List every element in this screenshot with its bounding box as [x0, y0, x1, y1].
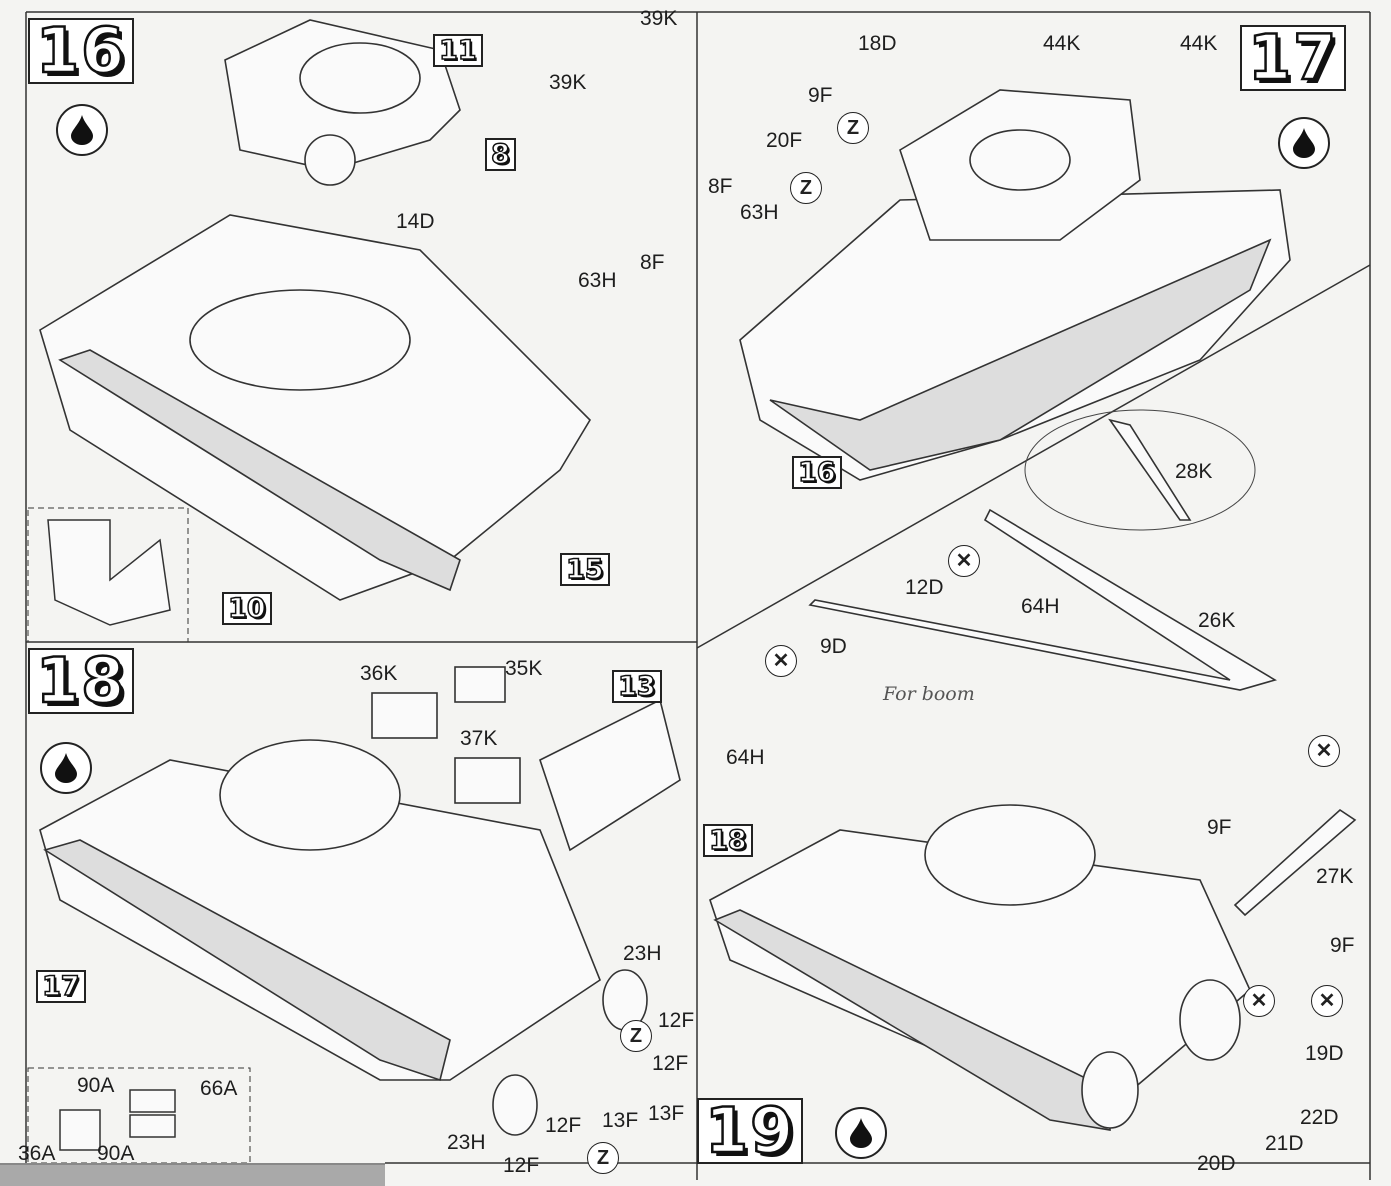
no-glue-icon: ✕ [1243, 985, 1275, 1017]
cement-icon: Z [790, 172, 822, 204]
part-label: 21D [1265, 1132, 1304, 1155]
no-glue-icon: ✕ [948, 545, 980, 577]
part-label: 36K [360, 662, 398, 685]
glue-drop-icon [56, 104, 108, 156]
step-number-18: 18 [28, 648, 135, 714]
inset-part-label: 36A [18, 1142, 56, 1165]
no-glue-icon: ✕ [1311, 985, 1343, 1017]
part-label: 9F [1207, 816, 1232, 839]
scan-edge [0, 1163, 385, 1186]
part-label: 28K [1175, 460, 1213, 483]
inset-part-label: 90A [97, 1142, 135, 1165]
part-label: 39K [640, 7, 678, 30]
part-label: 8F [708, 175, 733, 198]
part-label: 13F [648, 1102, 685, 1125]
inset-part-label: 66A [200, 1077, 238, 1100]
inset-part-label: 90A [77, 1074, 115, 1097]
part-label: 23H [623, 942, 662, 965]
part-label: 18D [858, 32, 897, 55]
ref-step-10: 10 [222, 592, 272, 625]
part-label: 9F [1330, 934, 1355, 957]
tank-step16 [39, 19, 592, 601]
tank-step17 [739, 89, 1291, 481]
glue-drop-icon [1278, 117, 1330, 169]
part-label: 37K [460, 727, 498, 750]
ref-step-16: 16 [792, 456, 842, 489]
part-label: 27K [1316, 865, 1354, 888]
part-label: 44K [1180, 32, 1218, 55]
part-label: 35K [505, 657, 543, 680]
part-label: 23H [447, 1131, 486, 1154]
cement-icon: Z [837, 112, 869, 144]
tank-step18 [39, 666, 681, 1136]
part-label: 12F [545, 1114, 582, 1137]
tank-step19 [709, 418, 1357, 1131]
part-label: 22D [1300, 1106, 1339, 1129]
part-label: 12F [652, 1052, 689, 1075]
part-label: 8F [640, 251, 665, 274]
part-label: 63H [740, 201, 779, 224]
ref-step-8: 8 [485, 138, 516, 171]
part-label: 9F [808, 84, 833, 107]
step-number-16: 16 [28, 18, 135, 84]
cement-icon: Z [620, 1020, 652, 1052]
ref-step-15: 15 [560, 553, 610, 586]
cement-icon: Z [587, 1142, 619, 1174]
part-label: 12F [503, 1154, 540, 1177]
part-label: 20D [1197, 1152, 1236, 1175]
ref-step-17: 17 [36, 970, 86, 1003]
part-label: 13F [602, 1109, 639, 1132]
ref-step-11: 11 [433, 34, 483, 67]
handwritten-note: For boom [883, 683, 975, 705]
part-label: 12F [658, 1009, 695, 1032]
part-label: 39K [549, 71, 587, 94]
part-label: 26K [1198, 609, 1236, 632]
step-number-17: 17 [1240, 25, 1347, 91]
no-glue-icon: ✕ [765, 645, 797, 677]
part-label: 20F [766, 129, 803, 152]
ref-step-18: 18 [703, 824, 753, 857]
part-label: 9D [820, 635, 847, 658]
glue-drop-icon [40, 742, 92, 794]
part-label: 64H [1021, 595, 1060, 618]
ref-step-13: 13 [612, 670, 662, 703]
part-label: 44K [1043, 32, 1081, 55]
part-label: 12D [905, 576, 944, 599]
part-label: 63H [578, 269, 617, 292]
glue-drop-icon [835, 1107, 887, 1159]
step-number-19: 19 [697, 1098, 804, 1164]
part-label: 14D [396, 210, 435, 233]
part-label: 19D [1305, 1042, 1344, 1065]
no-glue-icon: ✕ [1308, 735, 1340, 767]
part-label: 64H [726, 746, 765, 769]
